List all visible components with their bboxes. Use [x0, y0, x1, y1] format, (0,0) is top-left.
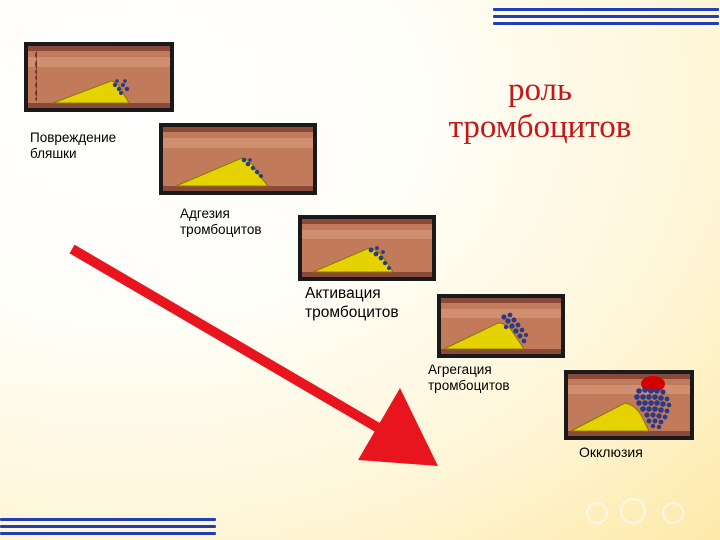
vessel-stage-4 — [437, 294, 565, 358]
thrombus-cap — [641, 376, 665, 392]
bottom-decor-lines — [0, 518, 216, 539]
vessel-stage-1 — [24, 42, 174, 112]
stage-label-occlusion: Окклюзия — [579, 444, 643, 460]
vessel-stage-3 — [298, 215, 436, 281]
decorative-swirl — [586, 498, 684, 524]
top-decor-lines — [493, 8, 719, 29]
vessel-stage-2 — [159, 123, 317, 195]
platelets — [112, 79, 130, 95]
vessel-stage-5 — [564, 370, 694, 440]
